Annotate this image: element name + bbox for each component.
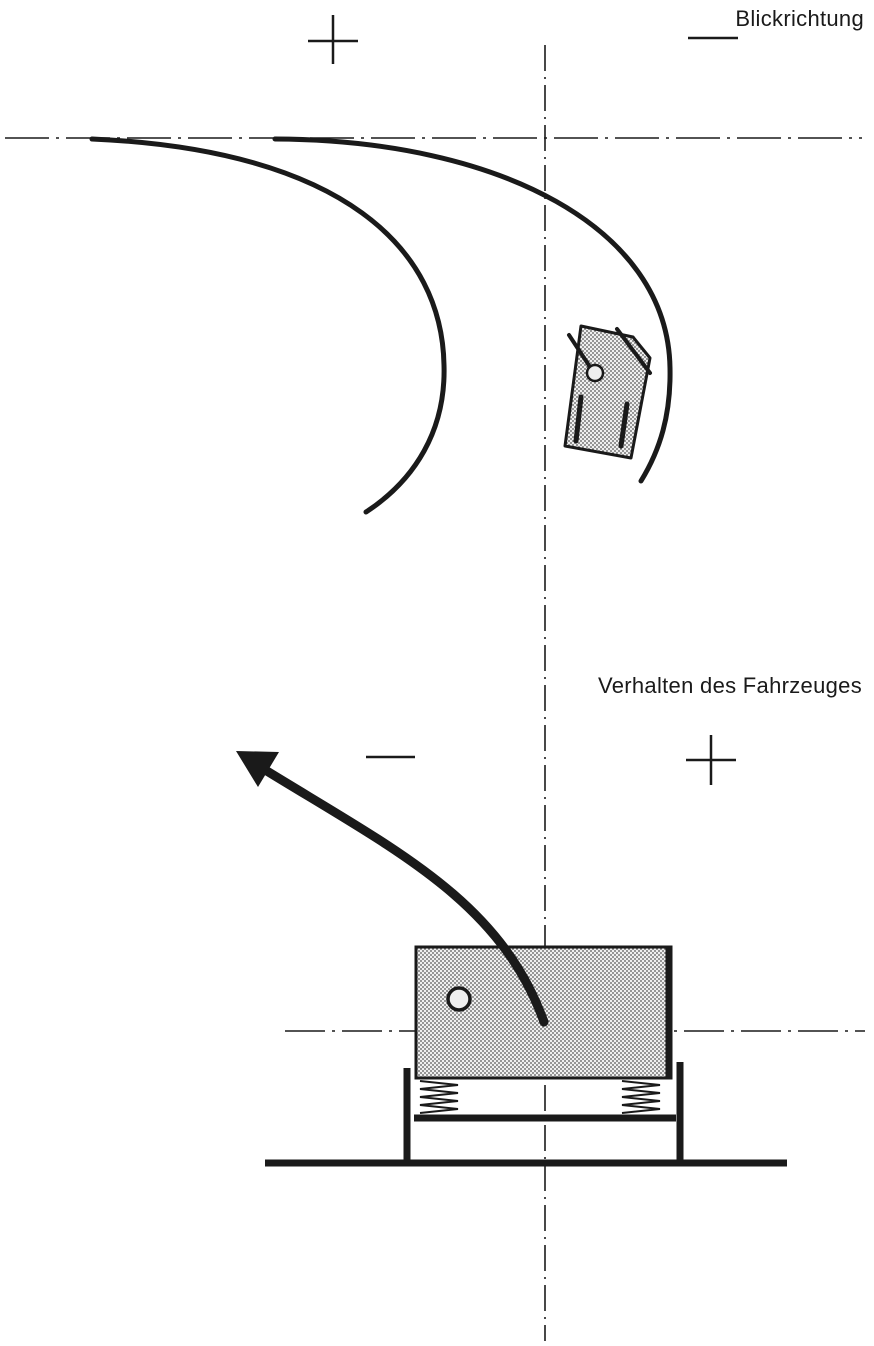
vehicle-top-view <box>563 324 652 460</box>
rotation-arrow <box>236 751 549 1027</box>
view-direction-label: Blickrichtung <box>735 6 864 31</box>
outer-trajectory-curve <box>272 136 673 484</box>
right-spring <box>621 1080 661 1114</box>
left-spring <box>419 1080 459 1114</box>
inner-trajectory-curve <box>89 136 447 515</box>
plus-sign-top <box>308 15 358 64</box>
plus-sign-lower <box>686 735 736 785</box>
support-frame <box>403 1062 684 1162</box>
vehicle-behavior-label: Verhalten des Fahrzeuges <box>597 673 862 698</box>
